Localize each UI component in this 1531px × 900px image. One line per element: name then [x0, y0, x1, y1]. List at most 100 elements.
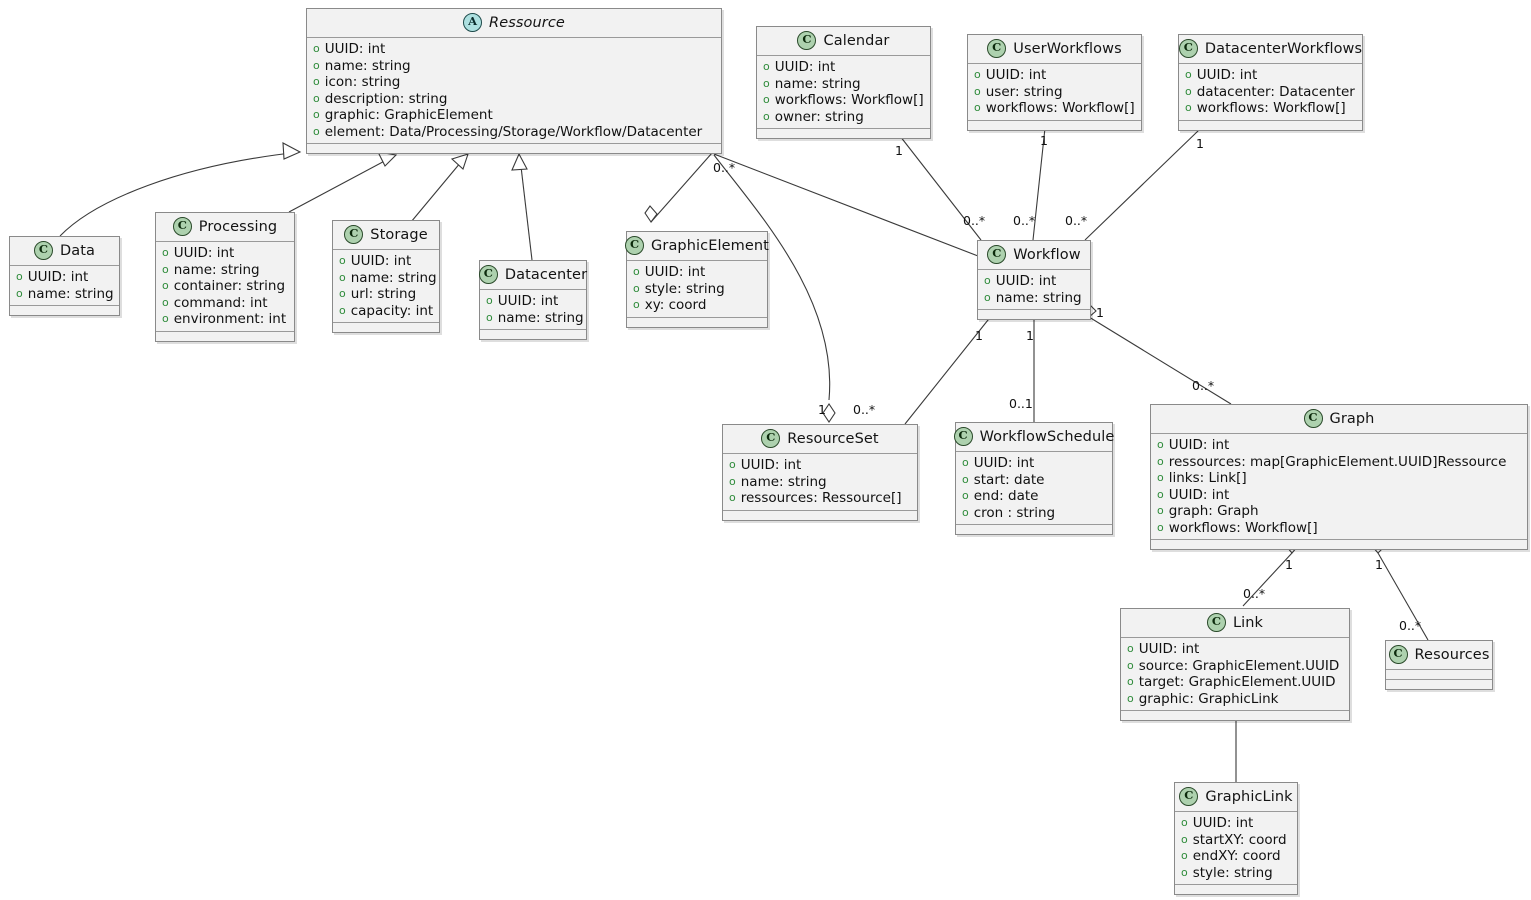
multiplicity-label: 0..1 — [1009, 396, 1033, 411]
visibility-icon: o — [1185, 68, 1192, 81]
class-header-storage: C Storage — [333, 221, 439, 250]
visibility-icon: o — [1157, 454, 1164, 468]
visibility-icon: o — [1185, 84, 1192, 98]
class-header-workflow: C Workflow — [978, 241, 1090, 270]
multiplicity-label: 1 — [1196, 136, 1204, 151]
attribute-text: links: Link[] — [1168, 470, 1247, 486]
visibility-icon: o — [486, 310, 493, 324]
edge-workflow-to-resourceset — [904, 306, 996, 425]
class-header-calendar: C Calendar — [757, 27, 930, 56]
class-badge-icon: C — [987, 245, 1007, 264]
attribute-text: endXY: coord — [1192, 848, 1281, 864]
attribute-text: graph: Graph — [1168, 503, 1259, 519]
visibility-icon: o — [633, 265, 640, 278]
attribute-text: capacity: int — [350, 302, 434, 319]
attribute-text: UUID: int — [973, 455, 1035, 471]
class-badge-icon: C — [172, 217, 192, 236]
attribute-text: name: string — [27, 285, 114, 302]
multiplicity-label: 0..* — [1013, 213, 1036, 228]
visibility-icon: o — [1185, 101, 1192, 114]
attribute-text: name: string — [173, 261, 260, 278]
class-header-userworkflows: C UserWorkflows — [968, 35, 1141, 64]
visibility-icon: o — [974, 84, 981, 98]
attribute-text: name: string — [995, 289, 1082, 306]
attribute-text: style: string — [1192, 864, 1273, 881]
visibility-icon: o — [729, 458, 736, 471]
class-footer — [1386, 680, 1492, 689]
visibility-icon: o — [339, 270, 346, 284]
attribute-text: ressources: Ressource[] — [740, 490, 902, 506]
class-box-resources[interactable]: C Resources — [1385, 640, 1493, 690]
visibility-icon: o — [984, 274, 991, 287]
multiplicity-label: 0..* — [1192, 378, 1215, 393]
class-badge-icon: C — [33, 241, 53, 260]
class-header-datacenter: C Datacenter — [478, 261, 587, 290]
class-title: Storage — [370, 226, 428, 243]
visibility-icon: o — [962, 505, 969, 519]
visibility-icon: o — [1157, 487, 1164, 501]
class-header-graphicelement: C GraphicElement — [625, 232, 769, 261]
visibility-icon: o — [763, 60, 770, 73]
attribute-text: element: Data/Processing/Storage/Workflo… — [324, 123, 703, 140]
class-title: Workflow — [1013, 246, 1081, 263]
class-footer — [1179, 120, 1362, 130]
class-footer — [757, 129, 930, 138]
attribute-text: datacenter: Datacenter — [1196, 83, 1355, 100]
multiplicity-label: 0..* — [963, 213, 986, 228]
visibility-icon: o — [486, 294, 493, 307]
attribute-text: style: string — [644, 280, 725, 297]
attribute-text: user: string — [985, 83, 1063, 100]
edge-processing-to-ressource — [288, 151, 398, 213]
attribute-text: UUID: int — [1192, 815, 1254, 831]
class-title: DatacenterWorkflows — [1204, 40, 1363, 57]
attribute-text: UUID: int — [985, 67, 1047, 83]
attribute-text: cron : string — [973, 504, 1056, 521]
attribute-row: o datacenter: Datacenter — [1185, 84, 1356, 101]
visibility-icon: o — [763, 93, 770, 106]
visibility-icon: o — [984, 290, 991, 304]
edge-datacenter-to-ressource — [511, 152, 533, 261]
class-footer — [956, 525, 1112, 534]
attribute-text: graphic: GraphicLink — [1138, 690, 1279, 707]
class-badge-icon: C — [1178, 39, 1198, 58]
visibility-icon: o — [162, 279, 169, 292]
multiplicity-label: 0..* — [1399, 618, 1422, 633]
class-badge-icon: C — [953, 427, 973, 446]
class-title: Data — [59, 242, 96, 259]
class-footer — [333, 323, 439, 332]
visibility-icon: o — [1181, 865, 1188, 879]
visibility-icon: o — [633, 281, 640, 295]
attribute-text: xy: coord — [644, 297, 707, 313]
